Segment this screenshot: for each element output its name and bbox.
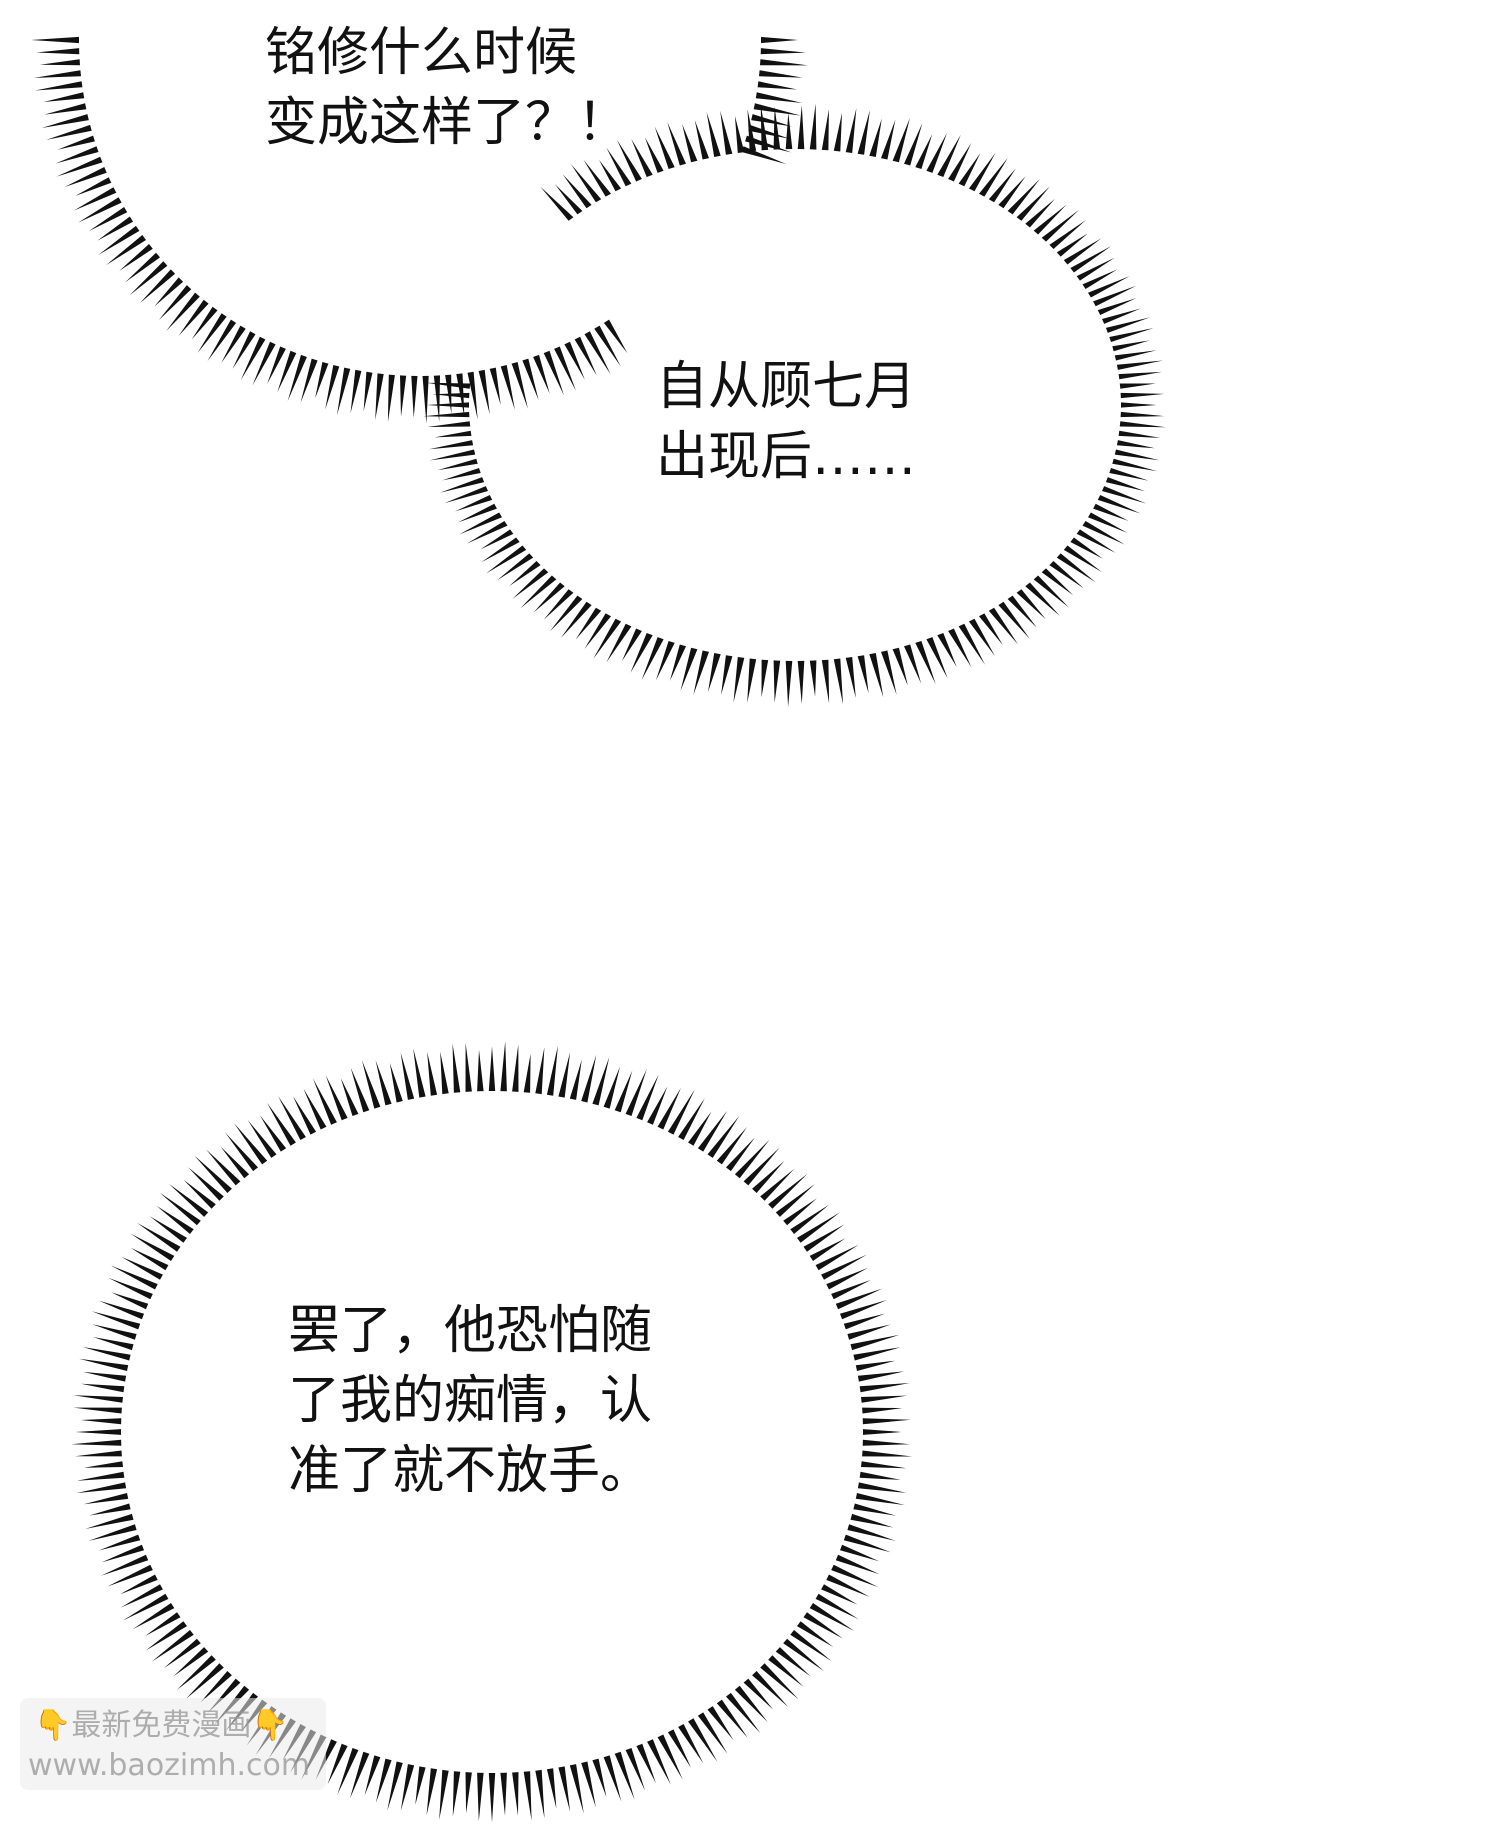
bubble-2-line-1: 自从顾七月: [656, 357, 917, 417]
bubble-1-line-2: 变成这样了？！: [265, 93, 630, 153]
pointing-down-icon: 👇: [34, 1708, 72, 1743]
bubble-1-text: 铭修什么时候 变成这样了？！: [265, 18, 629, 158]
bubble-3-line-1: 罢了，他恐怕随: [288, 1301, 653, 1361]
bubble-2-line-2: 出现后……: [656, 427, 917, 487]
bubble-1-line-1: 铭修什么时候: [265, 23, 578, 83]
watermark-title: 最新免费漫画: [71, 1708, 252, 1743]
watermark: 👇最新免费漫画👇 www.baozimh.com: [20, 1698, 326, 1790]
pointing-down-icon-end: 👇: [251, 1708, 289, 1743]
bubble-2-text: 自从顾七月 出现后……: [656, 352, 916, 492]
bubble-3-line-2: 了我的痴情，认: [288, 1371, 653, 1431]
bubble-3-line-3: 准了就不放手。: [288, 1441, 653, 1501]
watermark-line-1: 👇最新免费漫画👇: [34, 1706, 289, 1746]
watermark-url: www.baozimh.com: [28, 1748, 311, 1783]
bubble-3-text: 罢了，他恐怕随 了我的痴情，认 准了就不放手。: [288, 1296, 652, 1506]
